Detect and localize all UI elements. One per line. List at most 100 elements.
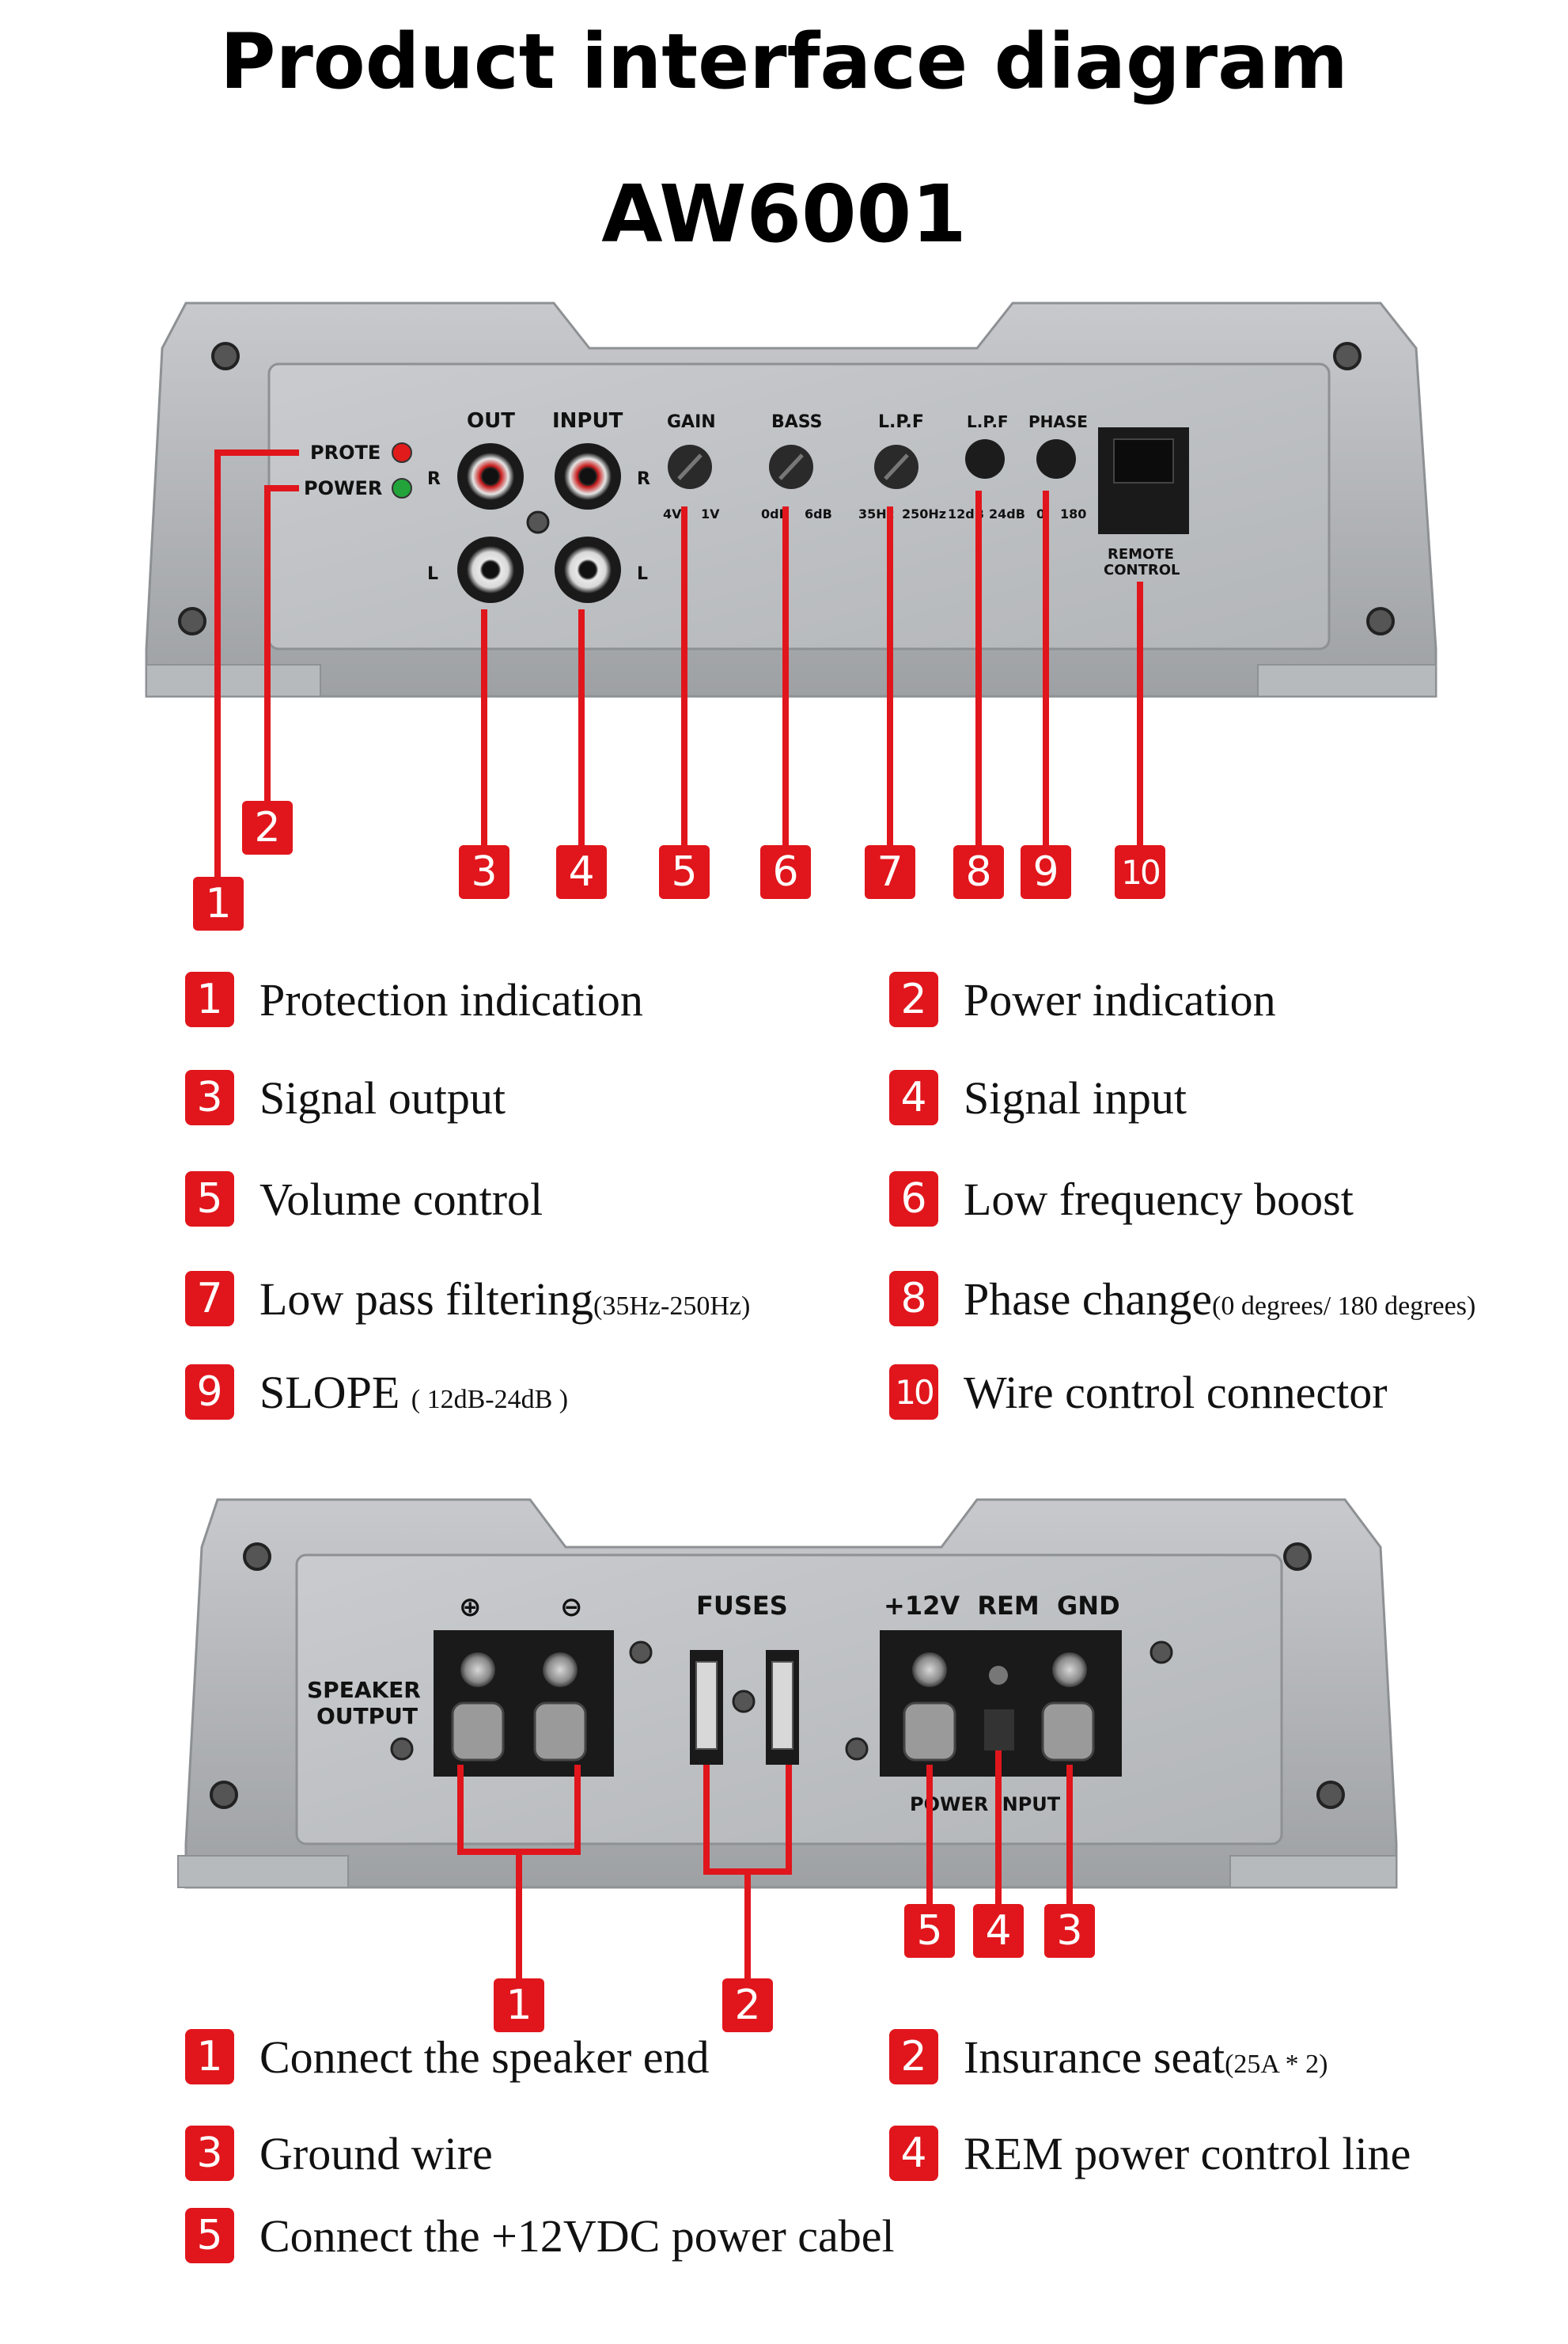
screw-icon <box>629 1640 653 1664</box>
legend-badge: 8 <box>889 1271 938 1326</box>
legend-text: SLOPE <box>259 1366 411 1418</box>
screw-icon <box>526 510 550 534</box>
slope-button[interactable] <box>965 439 1005 479</box>
legend-text: Volume control <box>259 1173 543 1225</box>
output-label: OUTPUT <box>316 1703 418 1729</box>
model-title: AW6001 <box>601 168 967 260</box>
lpf-min-label: 35Hz <box>858 506 894 522</box>
callout-9: 9 <box>1021 845 1071 899</box>
power-led-icon <box>392 478 412 499</box>
legend-badge: 10 <box>889 1364 938 1420</box>
protect-led-label: PROTE <box>310 442 381 464</box>
callout-6: 6 <box>760 845 811 899</box>
legend-item: 2 Insurance seat(25A * 2) <box>889 2029 1327 2084</box>
screw-icon <box>390 1737 414 1761</box>
screw-icon <box>1366 607 1395 635</box>
fuse-holder-left[interactable] <box>690 1650 723 1765</box>
legend-subtext: (25A * 2) <box>1225 2049 1328 2079</box>
bass-knob[interactable] <box>769 445 813 489</box>
phase-b-label: 180 <box>1060 506 1086 522</box>
rear-chassis <box>177 1498 1398 1889</box>
gain-max-label: 1V <box>701 506 720 522</box>
slope-a-label: 12dB <box>948 506 984 522</box>
legend-text: Connect the speaker end <box>259 2031 710 2083</box>
rear-callout-3: 3 <box>1044 1904 1095 1958</box>
legend-badge: 1 <box>185 2029 234 2084</box>
gain-min-label: 4V <box>663 506 682 522</box>
legend-item: 5 Connect the +12VDC power cabel <box>185 2208 895 2263</box>
screw-icon <box>1333 342 1362 370</box>
legend-item: 8 Phase change(0 degrees/ 180 degrees) <box>889 1271 1475 1326</box>
legend-subtext: (35Hz-250Hz) <box>593 1291 751 1321</box>
callout-8: 8 <box>953 845 1004 899</box>
remote-control-port[interactable] <box>1098 427 1189 534</box>
legend-badge: 4 <box>889 1070 938 1125</box>
callout-5: 5 <box>659 845 710 899</box>
rear-callout-4: 4 <box>973 1904 1024 1958</box>
legend-badge: 2 <box>889 972 938 1027</box>
protect-led-icon <box>392 442 412 463</box>
callout-10: 10 <box>1115 845 1165 899</box>
phase-a-label: 0 <box>1036 506 1045 522</box>
lpf-knob-label: L.P.F <box>878 412 924 432</box>
l-label-left: L <box>427 564 438 584</box>
legend-item: 4 Signal input <box>889 1070 1187 1125</box>
legend-item: 1 Protection indication <box>185 972 643 1027</box>
rear-callout-5: 5 <box>904 1904 955 1958</box>
bass-label: BASS <box>771 412 823 432</box>
legend-text: Signal output <box>259 1071 506 1124</box>
rear-callout-1: 1 <box>494 1978 544 2032</box>
rear-callout-2: 2 <box>722 1978 773 2032</box>
power-led-label: POWER <box>304 477 382 499</box>
callout-7: 7 <box>865 845 915 899</box>
r-label-left: R <box>427 469 441 489</box>
legend-badge: 4 <box>889 2126 938 2181</box>
speaker-terminal-block[interactable] <box>434 1630 614 1777</box>
power-terminal-block[interactable] <box>880 1630 1122 1777</box>
legend-text: REM power control line <box>964 2127 1411 2179</box>
legend-text: Connect the +12VDC power cabel <box>259 2209 895 2262</box>
front-callout-lines <box>214 449 1143 880</box>
page-title: Product interface diagram <box>220 17 1348 106</box>
lpf-button-label: L.P.F <box>967 412 1009 431</box>
legend-badge: 5 <box>185 2208 234 2263</box>
legend-subtext: (0 degrees/ 180 degrees) <box>1212 1291 1476 1321</box>
legend-badge: 5 <box>185 1171 234 1227</box>
front-chassis <box>145 302 1437 698</box>
fuse-holder-right[interactable] <box>766 1650 799 1765</box>
legend-text: Phase change <box>964 1273 1213 1325</box>
phase-button[interactable] <box>1036 439 1076 479</box>
power-input-label: POWER INPUT <box>910 1793 1061 1815</box>
screw-icon <box>1283 1542 1312 1571</box>
fuses-label: FUSES <box>696 1591 788 1621</box>
gain-knob[interactable] <box>668 445 712 489</box>
callout-3: 3 <box>459 845 509 899</box>
legend-badge: 1 <box>185 972 234 1027</box>
legend-item: 9 SLOPE ( 12dB-24dB ) <box>185 1364 568 1420</box>
screw-icon <box>210 1781 238 1809</box>
legend-text: Low frequency boost <box>964 1173 1354 1225</box>
screw-icon <box>1316 1781 1345 1809</box>
legend-item: 5 Volume control <box>185 1171 543 1227</box>
legend-item: 3 Signal output <box>185 1070 506 1125</box>
legend-badge: 3 <box>185 2126 234 2181</box>
screw-icon <box>178 607 206 635</box>
rca-out-l[interactable] <box>457 537 524 603</box>
slope-b-label: 24dB <box>989 506 1025 522</box>
legend-item: 1 Connect the speaker end <box>185 2029 710 2084</box>
lpf-max-label: 250Hz <box>902 506 946 522</box>
rca-in-l[interactable] <box>555 537 621 603</box>
callout-1: 1 <box>193 877 244 931</box>
rca-in-r[interactable] <box>555 443 621 510</box>
front-panel-diagram: PROTE POWER OUT INPUT R R L L GAIN 4V 1V… <box>145 302 1437 880</box>
bass-max-label: 6dB <box>805 506 832 522</box>
rca-out-r[interactable] <box>457 443 524 510</box>
callout-4: 4 <box>556 845 607 899</box>
remote-label: REMOTE <box>1108 546 1174 563</box>
r-label-right: R <box>637 469 650 489</box>
phase-label: PHASE <box>1028 412 1088 431</box>
legend-badge: 6 <box>889 1171 938 1227</box>
legend-item: 2 Power indication <box>889 972 1276 1027</box>
callout-2: 2 <box>242 801 293 855</box>
lpf-knob[interactable] <box>874 445 918 489</box>
